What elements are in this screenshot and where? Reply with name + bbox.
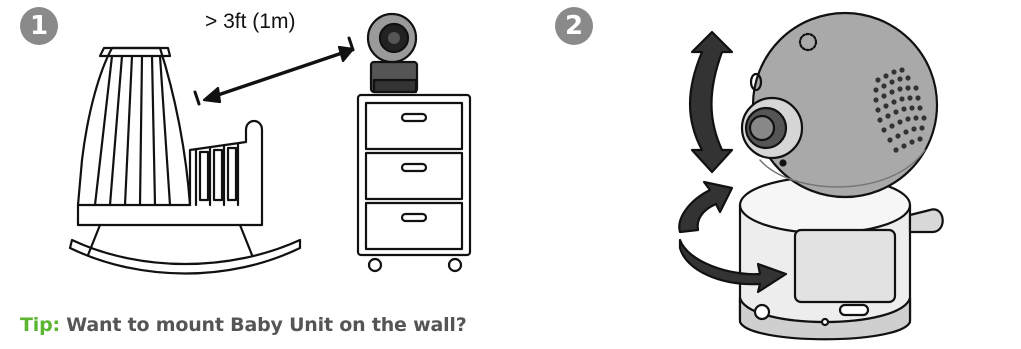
tip-body: Want to mount Baby Unit on the wall? <box>60 314 467 336</box>
step-2-illustration <box>640 0 1020 349</box>
drawer-cabinet-icon <box>358 95 470 271</box>
step-1-illustration <box>0 0 520 300</box>
step-2-badge: 2 <box>555 7 593 45</box>
tip-text: Tip: Want to mount Baby Unit on the wall… <box>20 314 467 336</box>
camera-icon <box>742 13 937 197</box>
camera-icon <box>368 14 417 92</box>
cradle-icon <box>70 48 300 274</box>
tip-label: Tip: <box>20 314 60 336</box>
tilt-arrow-icon <box>690 32 732 172</box>
distance-arrow-icon <box>195 38 353 104</box>
